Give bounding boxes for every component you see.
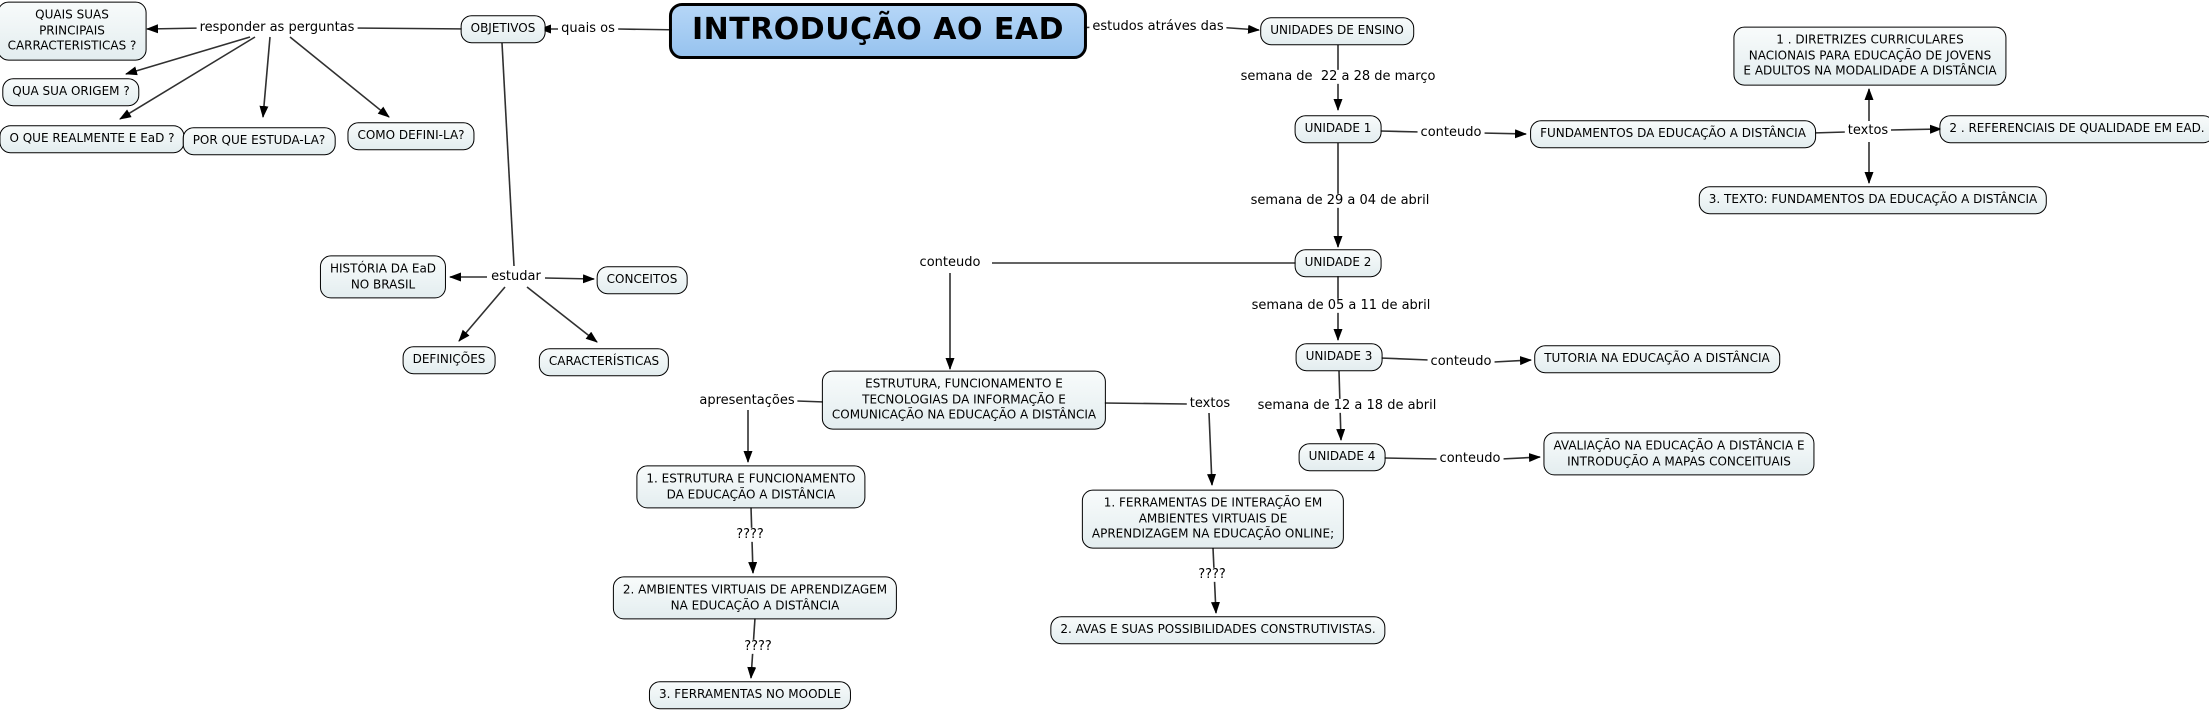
- concept-node-q-origem[interactable]: QUA SUA ORIGEM ?: [2, 78, 140, 106]
- concept-node-fundamentos-ead[interactable]: FUNDAMENTOS DA EDUCAÇÃO A DISTÂNCIA: [1530, 120, 1816, 148]
- concept-node-unidade-1[interactable]: UNIDADE 1: [1294, 115, 1382, 143]
- edge-label-semana-4[interactable]: semana de 12 a 18 de abril: [1254, 398, 1440, 414]
- concept-node-avas[interactable]: 2. AVAS E SUAS POSSIBILIDADES CONSTRUTIV…: [1050, 616, 1386, 644]
- connector-label:responder--q-o-que-e-ead: [119, 36, 256, 120]
- concept-node-q-como-definila[interactable]: COMO DEFINI-LA?: [347, 122, 475, 150]
- connector-unidade-3--label:conteudo-3: [1379, 357, 1430, 361]
- concept-node-caracteristicas[interactable]: CARACTERÍSTICAS: [538, 348, 670, 376]
- concept-node-avaliacao[interactable]: AVALIAÇÃO NA EDUCAÇÃO A DISTÂNCIA E INTR…: [1543, 432, 1815, 476]
- edge-label-conteudo-3[interactable]: conteudo: [1427, 354, 1495, 370]
- concept-node-texto-fundamentos[interactable]: 3. TEXTO: FUNDAMENTOS DA EDUCAÇÃO A DIST…: [1698, 186, 2048, 214]
- connector-label:estudar--caracteristicas: [526, 286, 598, 343]
- connector-label:responder--q-por-que-estudala: [259, 36, 271, 118]
- edge-label-semana-1[interactable]: semana de 22 a 28 de março: [1237, 69, 1439, 85]
- connector-estrutura-tic--label:textos-2: [1102, 402, 1188, 405]
- concept-node-q-por-que-estudala[interactable]: POR QUE ESTUDA-LA?: [182, 127, 336, 155]
- concept-node-ferramentas-interacao[interactable]: 1. FERRAMENTAS DE INTERAÇÃO EM AMBIENTES…: [1081, 489, 1345, 549]
- connector-label:textos-1--referenciais: [1890, 124, 1942, 134]
- edge-label-semana-3[interactable]: semana de 05 a 11 de abril: [1248, 298, 1434, 314]
- concept-node-apresentacao-2[interactable]: 2. AMBIENTES VIRTUAIS DE APRENDIZAGEM NA…: [612, 576, 898, 620]
- concept-node-estrutura-tic[interactable]: ESTRUTURA, FUNCIONAMENTO E TECNOLOGIAS D…: [821, 370, 1107, 430]
- concept-node-q-principais-caracteristicas[interactable]: QUAIS SUAS PRINCIPAIS CARRACTERISTICAS ?: [0, 1, 147, 61]
- connector-unidade-4--label:conteudo-4: [1383, 457, 1439, 460]
- edge-label-estudar[interactable]: estudar: [488, 269, 544, 285]
- title-node-titulo[interactable]: INTRODUÇÃO AO EAD: [668, 3, 1088, 59]
- connector-label:responder--q-principais-caracteristicas: [146, 24, 205, 34]
- connector-label:responder--q-como-definila: [289, 36, 390, 118]
- edge-label-conteudo-1[interactable]: conteudo: [1417, 125, 1485, 141]
- concept-node-tutoria[interactable]: TUTORIA NA EDUCAÇÃO A DISTÂNCIA: [1534, 345, 1780, 373]
- concept-node-unidades-de-ensino[interactable]: UNIDADES DE ENSINO: [1260, 17, 1414, 45]
- concept-node-definicoes[interactable]: DEFINIÇÕES: [402, 346, 496, 374]
- edge-label-apresentacoes[interactable]: apresentações: [696, 393, 798, 409]
- edge-label-estudos-atraves[interactable]: estudos atráves das: [1089, 19, 1227, 35]
- edge-label-textos-1[interactable]: textos: [1844, 123, 1892, 139]
- edge-label-pergunta-3[interactable]: ????: [1195, 567, 1229, 583]
- concept-node-historia-ead-brasil[interactable]: HISTÓRIA DA EaD NO BRASIL: [319, 255, 447, 299]
- edge-label-responder[interactable]: responder as perguntas: [196, 20, 358, 36]
- connector-label:conteudo-1--fundamentos-ead: [1480, 129, 1527, 139]
- connector-label:estudar--conceitos: [544, 274, 595, 284]
- edge-label-conteudo-4[interactable]: conteudo: [1436, 451, 1504, 467]
- concept-node-unidade-2[interactable]: UNIDADE 2: [1294, 249, 1382, 277]
- concept-node-unidade-3[interactable]: UNIDADE 3: [1295, 343, 1383, 371]
- connector-label:responder--q-origem: [125, 36, 251, 76]
- concept-node-q-o-que-e-ead[interactable]: O QUE REALMENTE E EaD ?: [0, 125, 185, 153]
- edge-label-semana-2[interactable]: semana de 29 a 04 de abril: [1247, 193, 1433, 209]
- connector-objetivos--label:estudar: [501, 42, 515, 267]
- connector-label:estudar--definicoes: [458, 286, 506, 342]
- concept-node-unidade-4[interactable]: UNIDADE 4: [1298, 443, 1386, 471]
- connector-objetivos--label:responder: [349, 27, 473, 30]
- edge-label-pergunta-2[interactable]: ????: [741, 639, 775, 655]
- concept-node-apresentacao-1[interactable]: 1. ESTRUTURA E FUNCIONAMENTO DA EDUCAÇÃO…: [636, 465, 866, 509]
- connector-fundamentos-ead--label:textos-1: [1811, 131, 1847, 134]
- edge-label-pergunta-1[interactable]: ????: [733, 527, 767, 543]
- connector-label:conteudo-4--avaliacao: [1500, 453, 1541, 463]
- concept-node-diretrizes[interactable]: 1 . DIRETRIZES CURRICULARES NACIONAIS PA…: [1733, 26, 2007, 86]
- connector-estrutura-tic--label:apresentacoes: [796, 400, 826, 403]
- connector-label:textos-2--ferramentas-interacao: [1207, 412, 1217, 486]
- connector-unidade-1--label:conteudo-1: [1379, 130, 1422, 133]
- concept-node-conceitos[interactable]: CONCEITOS: [596, 266, 688, 294]
- edge-label-textos-2[interactable]: textos: [1186, 396, 1234, 412]
- concept-node-apresentacao-3[interactable]: 3. FERRAMENTAS NO MOODLE: [648, 681, 852, 709]
- concept-node-referenciais[interactable]: 2 . REFERENCIAIS DE QUALIDADE EM EAD.: [1939, 115, 2209, 143]
- edge-label-quais-os[interactable]: quais os: [558, 21, 618, 37]
- connector-label:conteudo-3--tutoria: [1493, 356, 1532, 366]
- concept-node-objetivos[interactable]: OBJETIVOS: [460, 15, 546, 43]
- edge-label-conteudo-2[interactable]: conteudo: [916, 255, 984, 271]
